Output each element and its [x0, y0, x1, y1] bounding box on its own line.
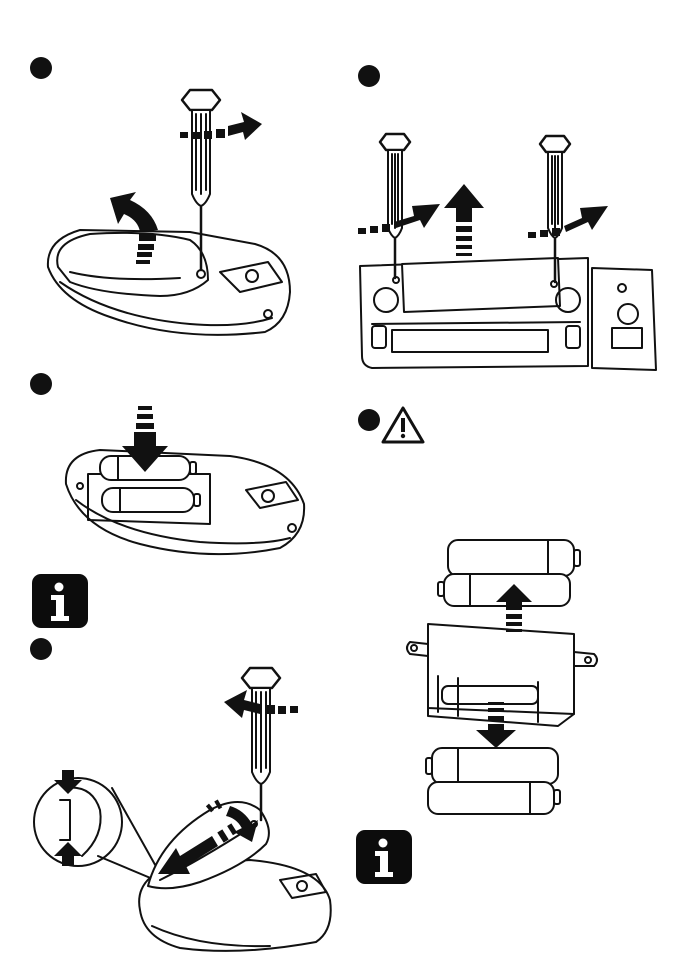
info-icon — [356, 830, 412, 884]
warning-triangle-icon — [381, 405, 425, 445]
illustration-replace-base-batteries — [398, 536, 608, 816]
illustration-refit-cover — [30, 660, 350, 960]
info-icon — [32, 574, 88, 628]
illustration-open-base-compartment — [352, 128, 662, 376]
illustration-insert-batteries — [60, 404, 310, 564]
step-marker-3 — [30, 638, 52, 660]
step-marker-5 — [358, 409, 380, 431]
illustration-remove-cover — [40, 82, 310, 344]
step-marker-4 — [358, 65, 380, 87]
step-marker-2 — [30, 373, 52, 395]
step-marker-1 — [30, 57, 52, 79]
